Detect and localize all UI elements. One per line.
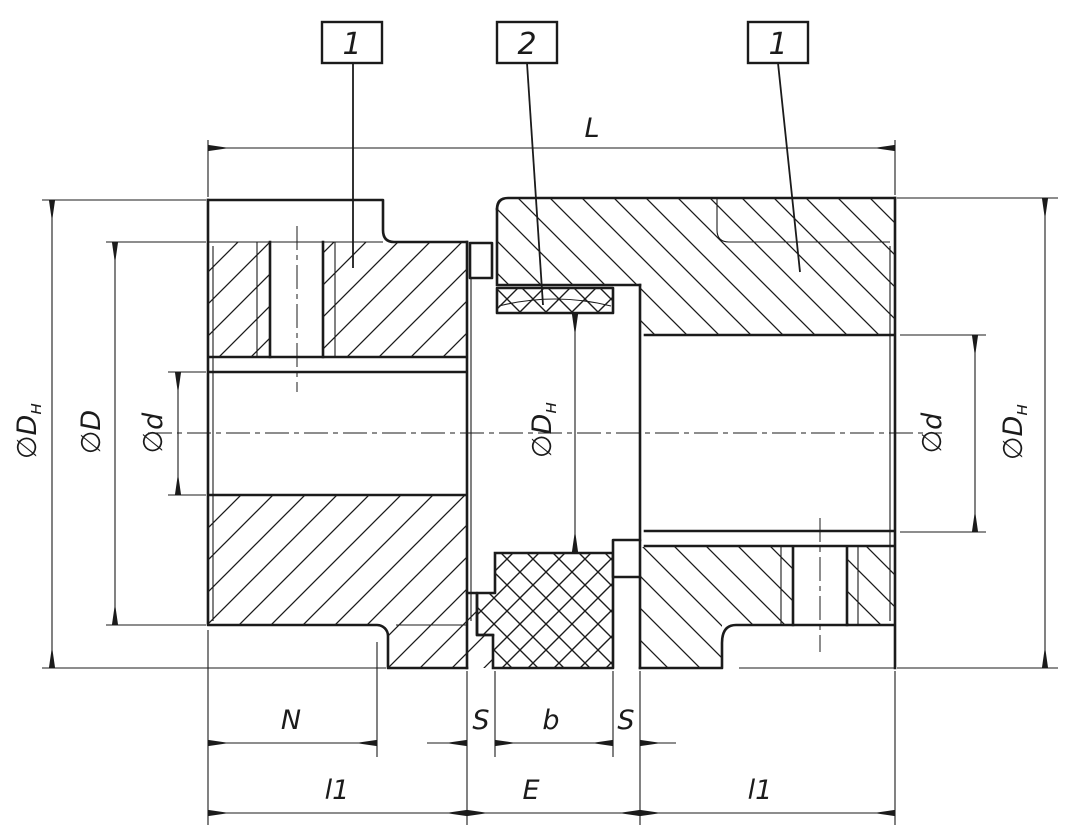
element-upper-outline (495, 286, 615, 315)
dim-N-label: N (281, 705, 301, 736)
elastic-element (475, 286, 615, 670)
dim-center-distance: E (467, 775, 640, 817)
callout-center-box (495, 20, 559, 65)
dim-b-label: b (542, 705, 559, 736)
callout-left-number: 1 (342, 27, 361, 62)
dim-Dn-left-label: ∅Dн (12, 403, 46, 459)
dim-Dn-left-extension-lines (42, 199, 386, 669)
dim-d-right-label: ∅d (917, 412, 948, 454)
dim-Dn-right-label: ∅Dн (998, 404, 1032, 460)
dim-S-right-label: S (617, 705, 634, 736)
callout-left-box (320, 20, 384, 65)
right-bottom-contour (638, 623, 895, 670)
right-bore-keyway-lines (643, 333, 895, 548)
dim-element-outer-diameter: ∅Dн (527, 314, 579, 552)
callout-left: 1 (320, 20, 384, 268)
right-upper-recess-edge (716, 198, 890, 243)
dim-hub-length: N (208, 705, 377, 747)
callout-center: 2 (495, 20, 559, 306)
bottom-extension-lines (207, 630, 896, 825)
right-lower-hatch-a (640, 547, 793, 625)
callout-center-number: 2 (517, 27, 536, 62)
dim-d-left-label: ∅d (138, 412, 169, 454)
dim-S-left-label: S (472, 705, 489, 736)
left-bolt-hole-edge-lines (256, 242, 336, 357)
dim-flange-diameter-left: ∅D (76, 241, 206, 626)
right-top-contour (495, 196, 897, 211)
dim-Dn-right-extension-lines (897, 197, 1058, 669)
element-upper-hatch (497, 288, 613, 313)
dim-gap-right: S (617, 705, 676, 747)
dim-l1-right-label: l1 (748, 775, 773, 806)
callout-right-number: 1 (768, 27, 787, 62)
right-bolt-hole-walls (791, 545, 849, 627)
dim-E-label: E (522, 775, 539, 806)
dim-L-label: L (584, 113, 599, 144)
dim-l1-left-label: l1 (325, 775, 350, 806)
dim-outer-diameter-left: ∅Dн (12, 199, 386, 669)
dim-overall-length: L (207, 113, 896, 197)
left-bore-keyway-lines (207, 355, 468, 497)
dim-gap-left: S (427, 705, 490, 747)
right-overhang-hatch (497, 198, 640, 285)
dim-half-length-right: l1 (640, 775, 895, 817)
element-arc-edge (498, 298, 612, 307)
left-upper-hatch-b (323, 242, 467, 357)
dim-half-length-left: l1 (208, 775, 467, 817)
left-lower-hatch (209, 495, 493, 668)
element-lower-outline (475, 551, 615, 670)
dim-outer-diameter-right: ∅Dн (897, 197, 1058, 669)
right-lower-hatch-b (847, 547, 895, 625)
dim-d-left-extension-lines (168, 371, 206, 496)
callout-center-leader (526, 62, 544, 306)
dim-D-left-extension-lines (106, 241, 206, 626)
dim-element-width: b (495, 705, 613, 747)
right-bolt-hole-edge-lines (780, 547, 859, 625)
callout-right-box (746, 20, 810, 65)
element-lower-hatch (477, 553, 613, 668)
dim-bore-diameter-right: ∅d (900, 334, 986, 533)
left-top-contour (206, 198, 469, 244)
dim-Dn-center-label: ∅Dн (527, 402, 561, 458)
right-lower-hatch-c (640, 625, 722, 668)
callout-right-leader (777, 62, 801, 273)
right-half-coupling (495, 196, 897, 670)
dim-bore-diameter-left: ∅d (138, 371, 206, 496)
dim-d-right-extension-lines (900, 334, 986, 533)
left-upper-hatch-a (209, 242, 270, 357)
right-upper-hatch (640, 198, 895, 335)
left-jaw-tooth (468, 241, 494, 280)
right-overhang-contour (495, 207, 642, 287)
right-jaw-tooth (611, 538, 642, 579)
callout-right: 1 (746, 20, 810, 273)
left-outline (206, 198, 469, 670)
left-bolt-hole-walls (268, 240, 325, 359)
left-half-coupling (206, 198, 495, 670)
dim-D-left-label: ∅D (76, 410, 107, 454)
